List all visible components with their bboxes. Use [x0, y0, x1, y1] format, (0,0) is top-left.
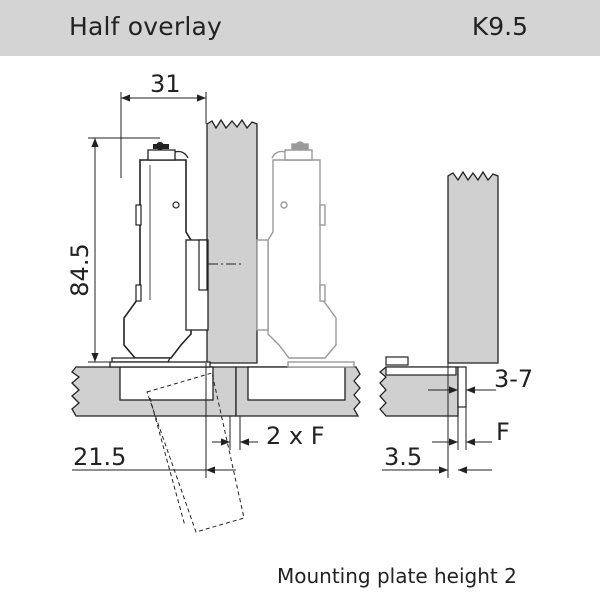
left-door-panel	[190, 118, 258, 364]
dim-width-top-label: 31	[150, 70, 181, 98]
center-cabinet-panel	[235, 366, 361, 417]
footer-caption: Mounting plate height 2	[277, 564, 517, 588]
dim-gap-center-label: 2 x F	[266, 422, 325, 450]
dim-width-top	[120, 92, 207, 178]
hinge-arm-center	[256, 141, 355, 368]
model-code: K9.5	[471, 12, 528, 41]
door-swing-dashed	[146, 372, 245, 533]
dim-offset-left	[72, 363, 236, 478]
dim-offset-right-label: 3.5	[384, 443, 422, 471]
page-title: Half overlay	[69, 12, 223, 41]
dim-f-right-label: F	[496, 418, 510, 446]
right-door-panel	[447, 170, 499, 364]
hinge-arm-left	[123, 142, 209, 359]
right-cabinet-panel	[378, 356, 467, 417]
dim-offset-left-label: 21.5	[73, 443, 126, 471]
dim-height-left	[88, 137, 160, 363]
dim-f-right	[432, 363, 492, 478]
mounting-plate-left	[109, 357, 211, 368]
dim-gap-center	[212, 416, 258, 450]
header-bar: Half overlay K9.5	[0, 0, 600, 56]
dim-height-left-label: 84.5	[66, 243, 94, 296]
left-cabinet-panel	[71, 366, 237, 417]
dim-range-right-label: 3-7	[494, 365, 533, 393]
